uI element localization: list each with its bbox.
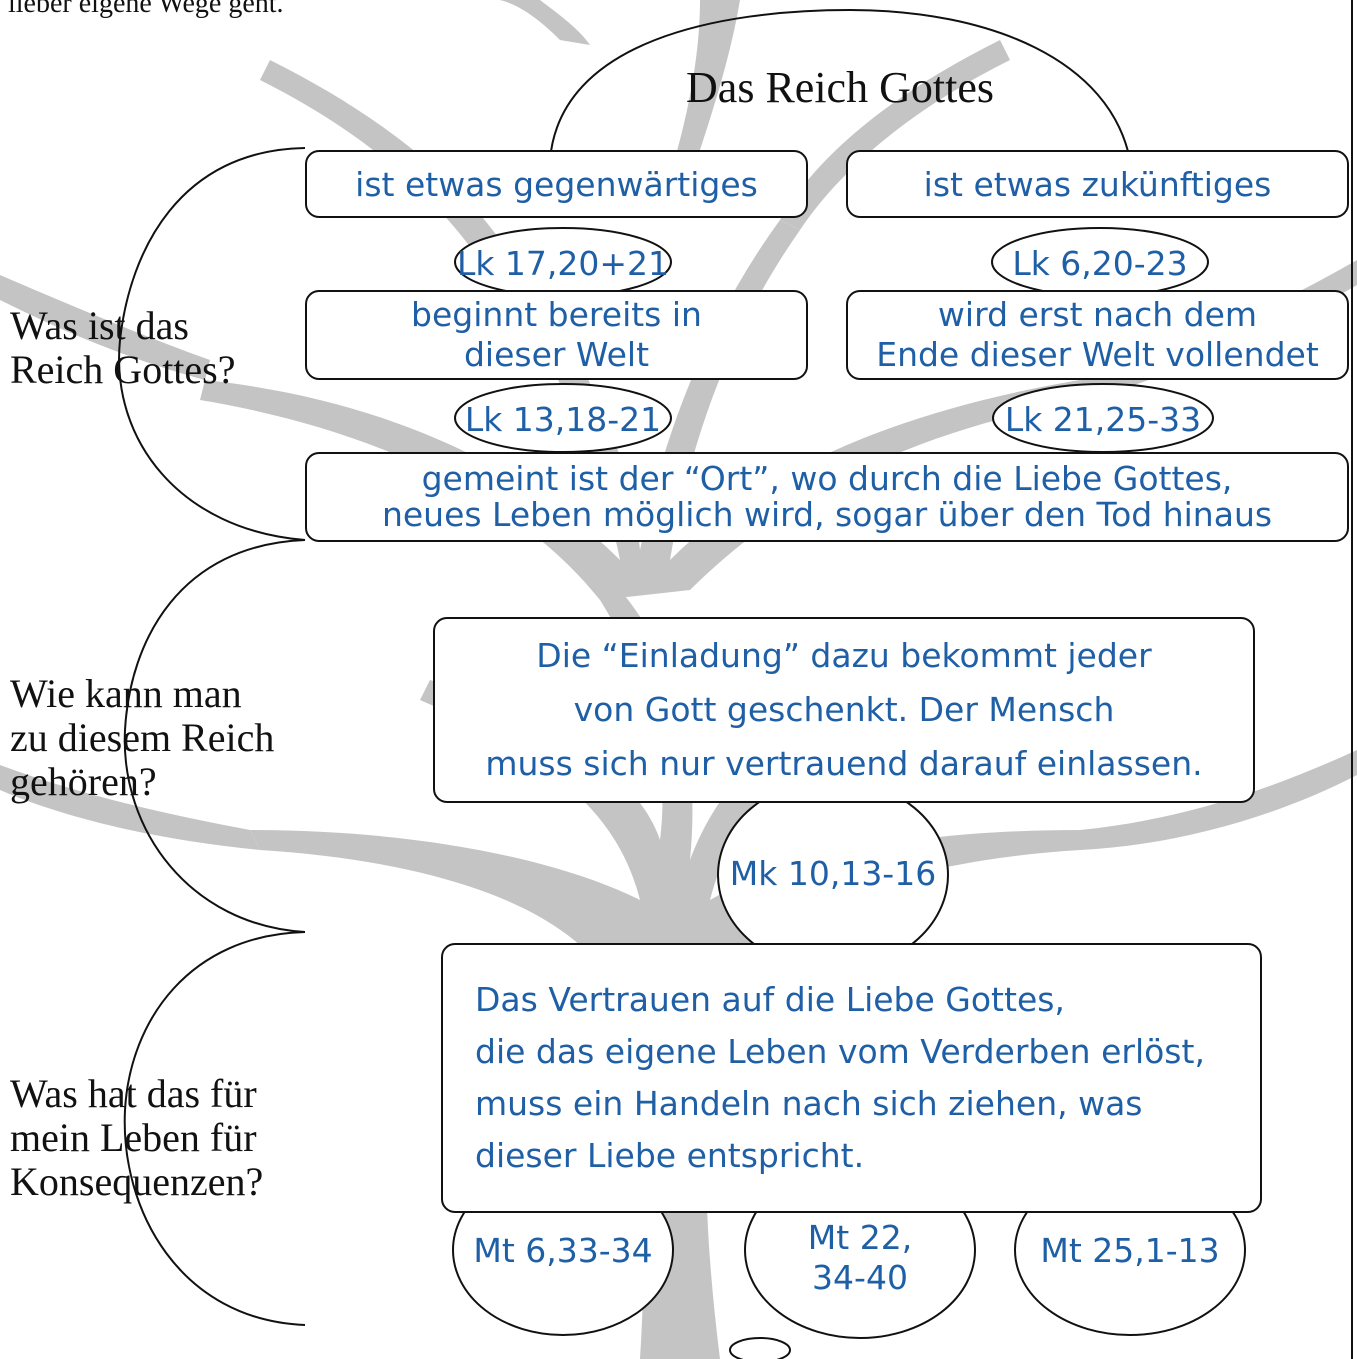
question-how-belong: Wie kann man zu diesem Reich gehören? [10, 671, 275, 804]
question-what-is: Was ist das Reich Gottes? [10, 303, 236, 392]
box-future: ist etwas zukünftiges [846, 150, 1349, 218]
box-meant: gemeint ist der “Ort”, wo durch die Lieb… [305, 452, 1349, 542]
top-note: lieber eigene Wege geht. [8, 0, 284, 19]
box-completed: wird erst nach dem Ende dieser Welt voll… [846, 290, 1349, 380]
diagram-title: Das Reich Gottes [686, 63, 994, 112]
box-trust: Das Vertrauen auf die Liebe Gottes, die … [441, 943, 1262, 1213]
ref-mk10: Mk 10,13-16 [729, 854, 937, 893]
ref-lk17: Lk 17,20+21 [456, 244, 670, 283]
box-invitation: Die “Einladung” dazu bekommt jeder von G… [433, 617, 1255, 803]
box-begins: beginnt bereits in dieser Welt [305, 290, 808, 380]
ref-mt22: Mt 22, 34-40 [807, 1218, 913, 1297]
box-present: ist etwas gegenwärtiges [305, 150, 808, 218]
ref-mt6: Mt 6,33-34 [473, 1231, 653, 1270]
ref-lk6: Lk 6,20-23 [1012, 244, 1188, 283]
ref-mt25: Mt 25,1-13 [1040, 1231, 1220, 1270]
ref-lk21: Lk 21,25-33 [1004, 400, 1202, 439]
question-consequences: Was hat das für mein Leben für Konsequen… [10, 1071, 264, 1204]
ref-lk13: Lk 13,18-21 [464, 400, 662, 439]
